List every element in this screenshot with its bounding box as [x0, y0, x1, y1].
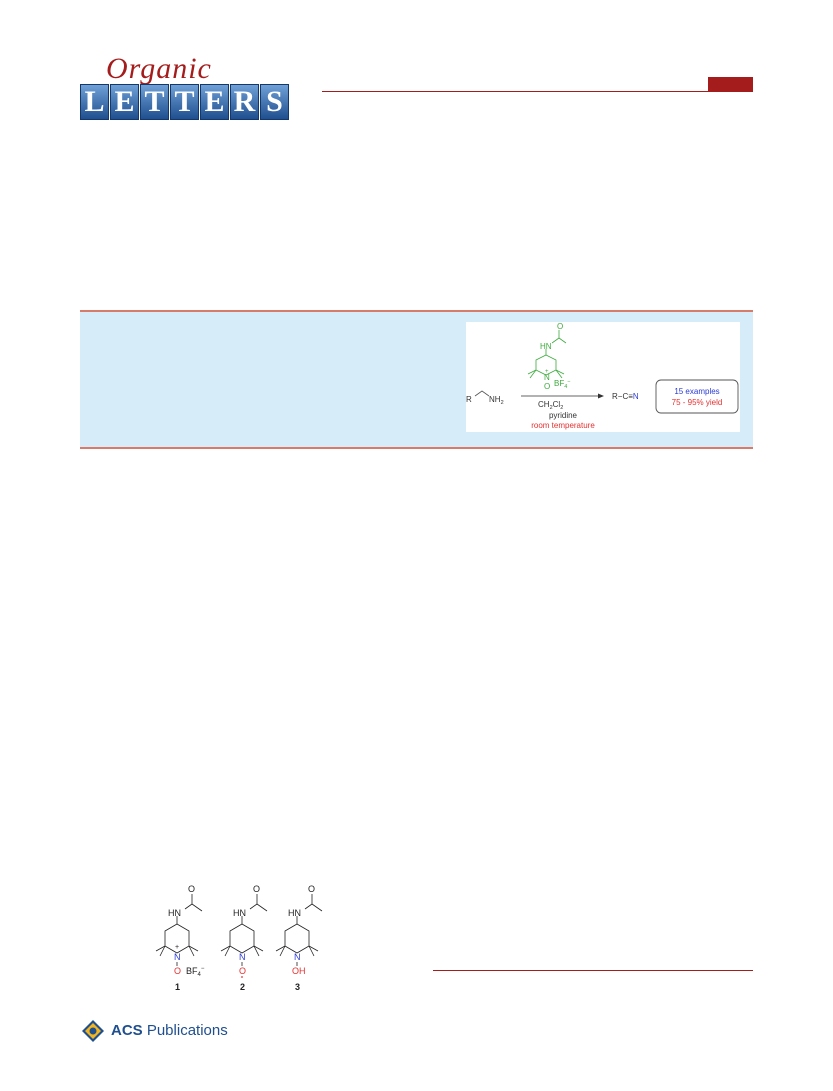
compound-3-n: N — [294, 952, 301, 962]
compound-1-bottom: O — [174, 966, 181, 976]
logo-letter: T — [140, 84, 169, 120]
catalyst-carbonyl-o: O — [557, 322, 563, 331]
compound-3-nh: HN — [288, 908, 301, 918]
catalyst-plus: + — [545, 369, 549, 375]
examples-count: 15 examples — [674, 387, 719, 396]
column-rule — [433, 970, 753, 971]
acs-wordmark-bold: ACS — [111, 1022, 143, 1039]
reactant-amine: NH2 — [489, 395, 504, 406]
header-tab — [708, 77, 753, 92]
journal-logo: Organic L E T T E R S — [80, 52, 328, 124]
product: R−C≡N — [612, 392, 639, 401]
journal-logo-script: Organic — [106, 52, 212, 85]
base: pyridine — [549, 411, 578, 420]
compound-1: O HN + N O BF4− 1 — [155, 884, 205, 992]
reaction-arrowhead — [598, 393, 604, 399]
structures-svg: O HN + N O BF4− 1 O HN N — [155, 884, 323, 992]
toc-graphic: R NH2 O HN + N O BF4− CH2Cl2 pyridine ro… — [466, 322, 740, 432]
compound-1-label: 1 — [175, 982, 180, 992]
compound-3-label: 3 — [295, 982, 300, 992]
acs-publications-wordmark: ACS Publications — [111, 1022, 228, 1039]
catalyst-structure — [527, 330, 567, 379]
compound-1-nh: HN — [168, 908, 181, 918]
compound-1-counterion: BF4− — [186, 966, 205, 978]
result-box — [655, 379, 739, 414]
catalyst-n: N — [544, 373, 550, 382]
logo-letter: E — [200, 84, 229, 120]
logo-letter: E — [110, 84, 139, 120]
header-rule — [322, 91, 753, 92]
logo-letter: L — [80, 84, 109, 120]
journal-logo-tiles: L E T T E R S — [80, 84, 290, 120]
compound-1-o: O — [188, 884, 195, 894]
catalyst-counterion: BF4− — [554, 379, 571, 390]
compound-2-bottom: O — [239, 966, 246, 976]
reactant-r: R — [466, 395, 472, 404]
compound-1-n: N — [174, 952, 181, 962]
catalyst-nh: HN — [540, 342, 552, 351]
compound-2-nh: HN — [233, 908, 246, 918]
logo-letter: T — [170, 84, 199, 120]
logo-letter: R — [230, 84, 259, 120]
acs-wordmark-rest: Publications — [142, 1022, 228, 1039]
acs-logo-icon — [82, 1020, 104, 1042]
yield-range: 75 - 95% yield — [672, 398, 723, 407]
compound-2-radical-dot — [241, 976, 243, 978]
structures-figure: O HN + N O BF4− 1 O HN N — [150, 880, 335, 995]
logo-letter: S — [260, 84, 289, 120]
compound-3-o: O — [308, 884, 315, 894]
reactant-bond — [474, 390, 490, 397]
catalyst-o: O — [544, 382, 550, 391]
compound-2-n: N — [239, 952, 246, 962]
compound-3-bottom: OH — [292, 966, 306, 976]
solvent: CH2Cl2 — [538, 400, 563, 411]
compound-3: O HN N OH 3 — [275, 884, 323, 992]
compound-1-plus: + — [175, 944, 179, 951]
compound-2: O HN N O 2 — [220, 884, 268, 992]
reaction-scheme: R NH2 O HN + N O BF4− CH2Cl2 pyridine ro… — [466, 322, 739, 430]
compound-2-o: O — [253, 884, 260, 894]
condition: room temperature — [531, 421, 595, 430]
compound-2-label: 2 — [240, 982, 245, 992]
